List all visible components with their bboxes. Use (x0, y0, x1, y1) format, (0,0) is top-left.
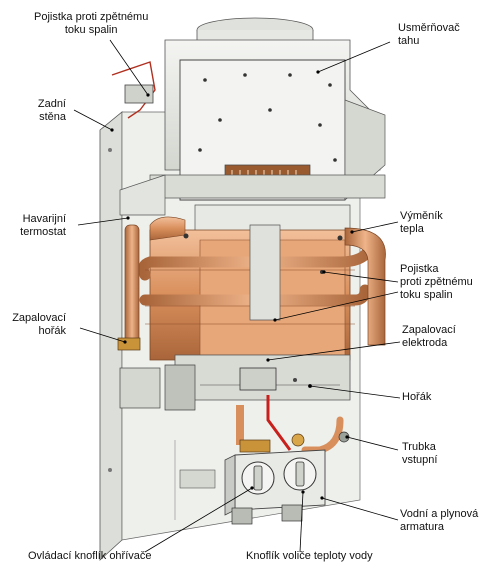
label-emergency-thermostat: Havarijní termostat (20, 213, 66, 239)
label-draft-diverter: Usměrňovač tahu (398, 22, 460, 48)
label-line: termostat (20, 226, 66, 238)
label-line: stěna (39, 111, 66, 123)
label-line: Zadní (37, 98, 66, 110)
label-line: toku spalin (400, 289, 453, 301)
heater-control-knob[interactable] (241, 461, 275, 495)
label-back-wall: Zadní stěna (38, 98, 66, 124)
label-burner: Hořák (402, 391, 431, 404)
label-line: Usměrňovač (398, 22, 460, 34)
burner (164, 354, 351, 411)
label-flue-safety-mid: Pojistka proti zpětnému toku spalin (400, 263, 473, 302)
label-line: proti zpětnému (400, 276, 473, 288)
label-line: Výměník (400, 210, 443, 222)
label-heat-exchanger: Výměník tepla (400, 210, 443, 236)
flue-sensor-wire (111, 61, 156, 119)
leader-endpoints (110, 70, 354, 500)
label-line: Trubka (402, 441, 436, 453)
label-line: Ovládací knoflík ohřívače (28, 550, 152, 562)
label-heater-control-knob: Ovládací knoflík ohřívače (28, 550, 152, 563)
label-pilot-burner: Zapalovací hořák (12, 312, 66, 338)
label-line: hořák (38, 325, 66, 337)
label-ignition-electrode: Zapalovací elektroda (402, 324, 456, 350)
label-line: tahu (398, 35, 420, 47)
label-line: Zapalovací (12, 312, 66, 324)
draft-diverter (119, 17, 386, 216)
label-line: tepla (400, 223, 424, 235)
label-line: Pojistka proti zpětnému (34, 11, 149, 23)
temperature-selector-knob[interactable] (283, 457, 317, 491)
label-inlet-pipe: Trubka vstupní (402, 441, 437, 467)
label-line: Pojistka (400, 263, 439, 275)
label-temperature-selector-knob: Knoflík voliče teploty vody (246, 550, 373, 563)
flue-sensor-bracket (124, 84, 154, 104)
label-line: toku spalin (64, 24, 118, 36)
label-line: Hořák (402, 391, 432, 403)
heat-exchanger (124, 204, 386, 361)
label-line: Knoflík voliče teploty vody (246, 550, 373, 562)
pilot-burner (117, 337, 161, 409)
label-line: Vodní a plynová (400, 508, 479, 520)
label-flue-safety-top: Pojistka proti zpětnému toku spalin (34, 11, 148, 37)
label-line: vstupní (402, 454, 438, 466)
label-line: Havarijní (22, 213, 66, 225)
label-line: armatura (400, 521, 445, 533)
gas-line (266, 395, 292, 451)
label-valve-assembly: Vodní a plynová armatura (400, 508, 478, 534)
leader-lines (73, 39, 401, 553)
label-line: elektroda (402, 337, 448, 349)
label-line: Zapalovací (402, 324, 456, 336)
